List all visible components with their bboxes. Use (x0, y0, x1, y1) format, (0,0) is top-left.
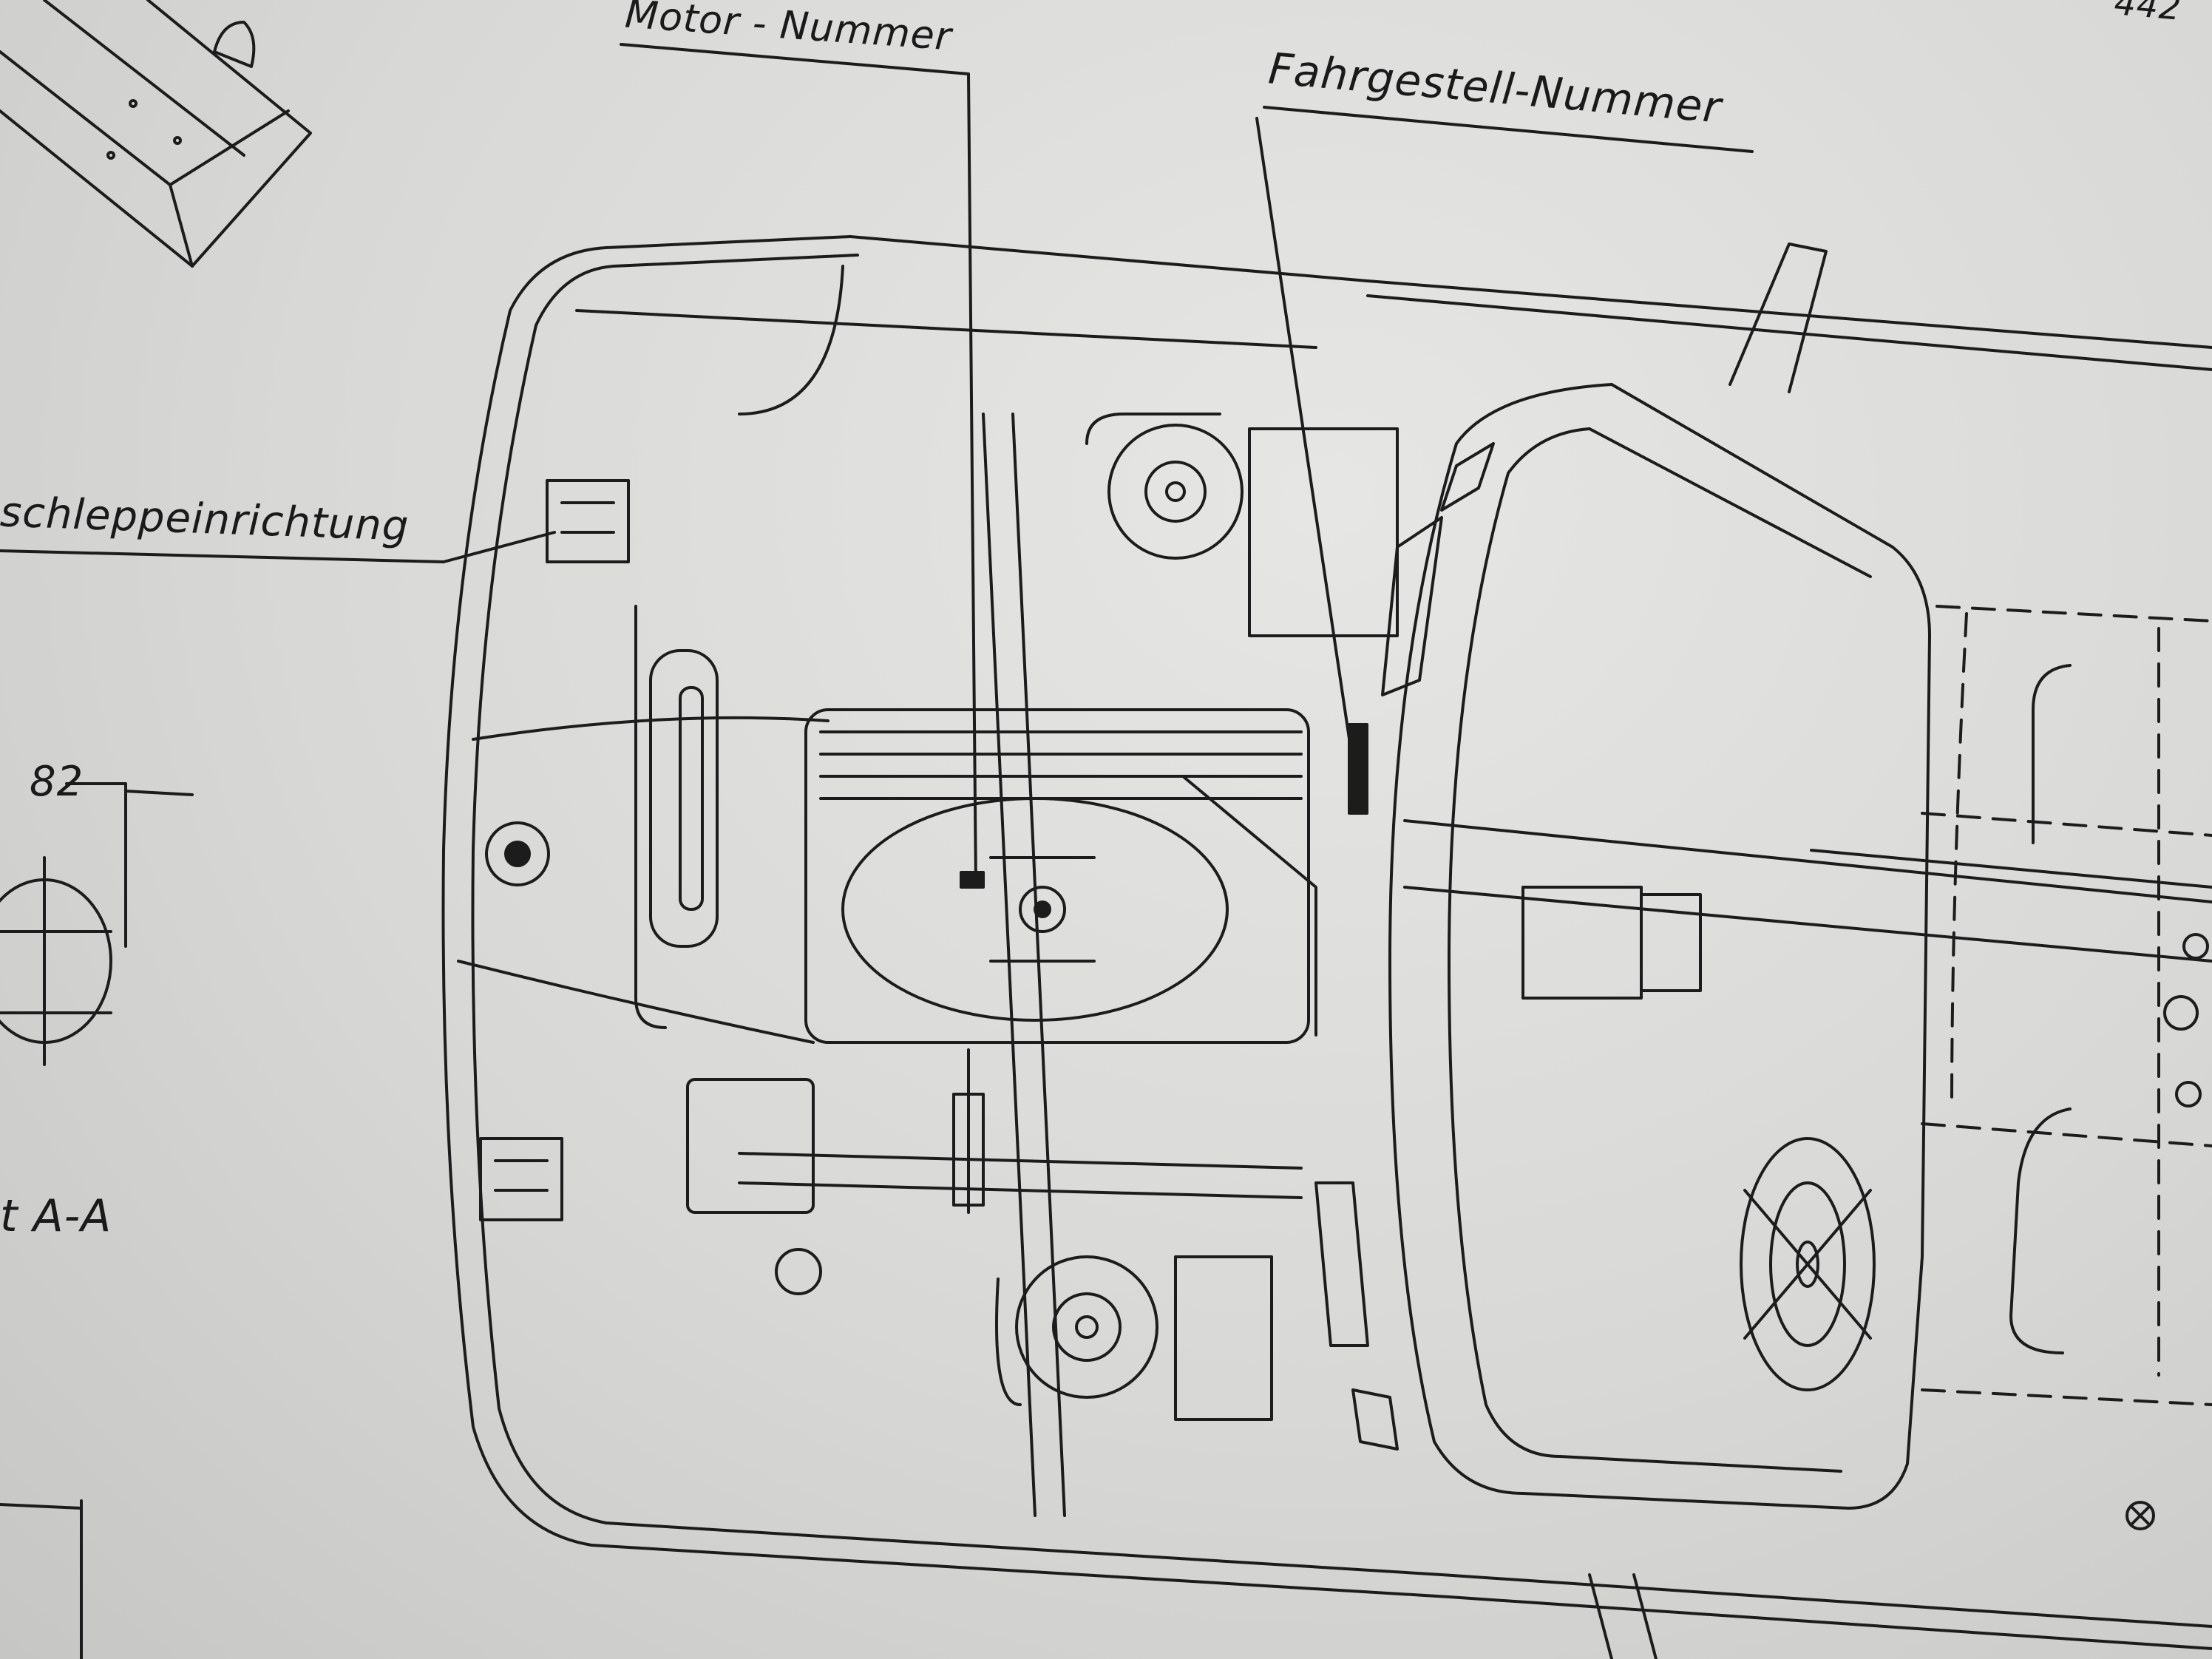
label-section-a-a: t A-A (0, 1190, 112, 1242)
leader-fahrgestell-nummer (1255, 106, 1754, 815)
label-dimension-82: 82 (30, 758, 84, 806)
section-a-a-drawing (0, 782, 194, 1659)
cabin-frame (1388, 383, 1931, 1510)
body-center-mark (457, 716, 830, 1044)
rear-bolt-markers (2126, 933, 2209, 1530)
drive-shaft (1403, 819, 2212, 1000)
engine-block (804, 708, 1317, 1044)
rear-dashed-structure (1921, 605, 2212, 1406)
vent-grille-lower (1314, 1181, 1399, 1451)
car-body-outline (441, 235, 2212, 1650)
leader-motor-nummer (620, 43, 977, 889)
tow-hook-rear (479, 1137, 563, 1221)
wheel-upper (1085, 413, 1399, 637)
rear-seat-outline (2009, 664, 2072, 1354)
spare-wheel (1740, 1137, 1876, 1391)
tow-hook-front (546, 479, 630, 563)
wheel-lower (995, 1255, 1273, 1421)
steering-linkage (686, 413, 1303, 1517)
rear-bumper-stub-bottom (1588, 1573, 1658, 1659)
rear-bumper-stub-top (1728, 242, 1828, 393)
fahrgestell-number-plate (1348, 723, 1368, 815)
vent-grille-upper (1381, 442, 1495, 696)
leader-abschleppeinrichtung (0, 531, 556, 563)
radiator (634, 605, 719, 1029)
top-left-detail-drawing (0, 0, 312, 268)
